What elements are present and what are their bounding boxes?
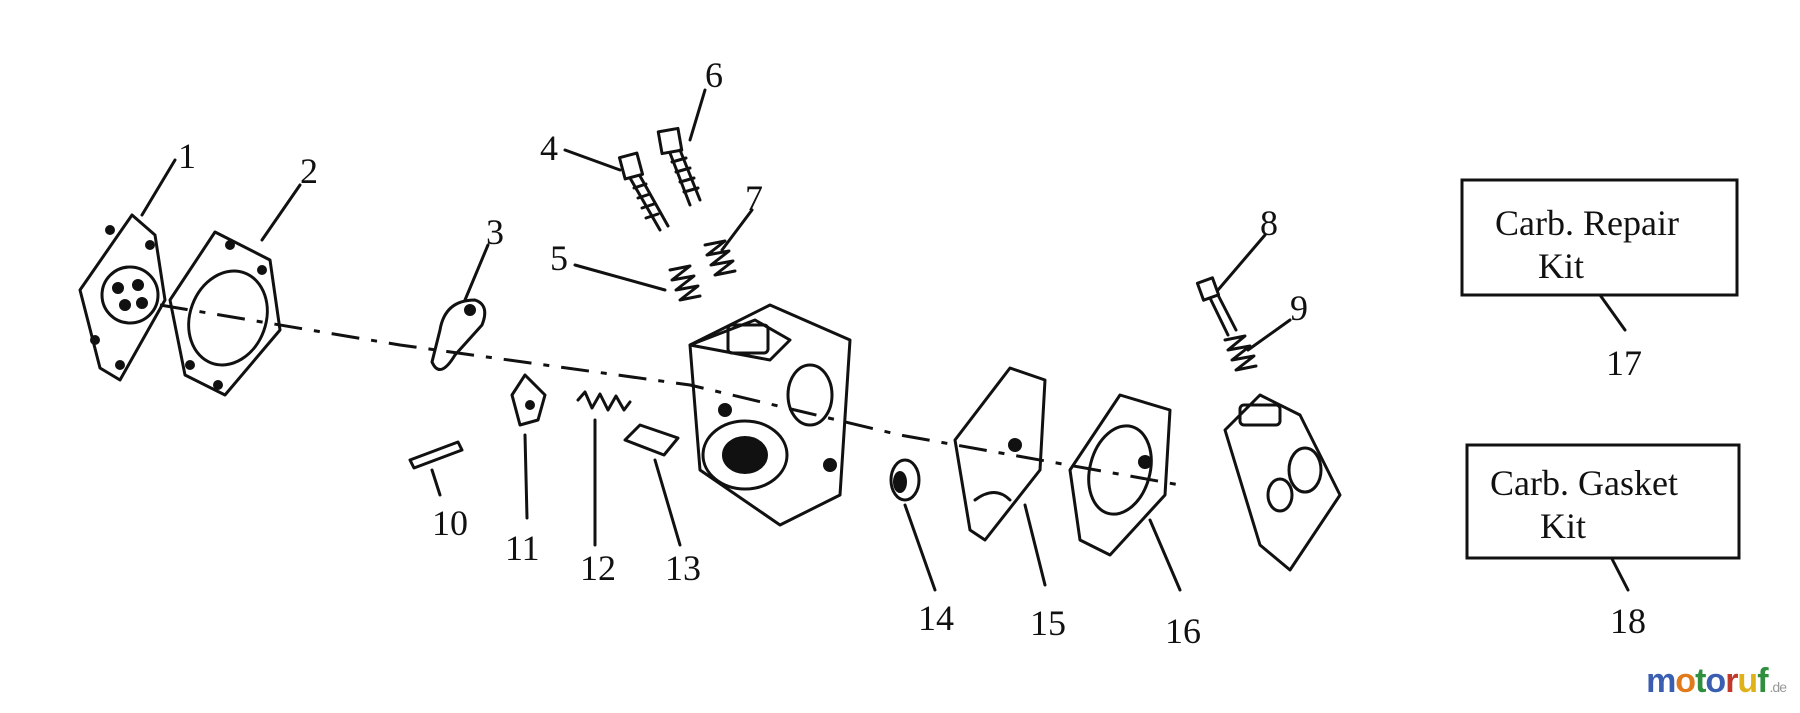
part-3-lever (430, 298, 487, 371)
part-number-5: 5 (550, 238, 568, 278)
part-number-7: 7 (745, 178, 763, 218)
gasket-kit-line2: Kit (1540, 506, 1586, 546)
part-number-13: 13 (665, 548, 701, 588)
part-number-1: 1 (178, 136, 196, 176)
part-15-gasket (953, 366, 1047, 542)
part-11-inlet-needle (510, 373, 547, 427)
part-number-14: 14 (918, 598, 954, 638)
part-number-2: 2 (300, 151, 318, 191)
watermark-text: motoruf (1646, 662, 1769, 700)
watermark-logo: motoruf.de (1646, 662, 1787, 701)
metering-cover (1223, 393, 1342, 572)
part-5-spring (668, 264, 702, 302)
part-number-4: 4 (540, 128, 558, 168)
part-number-8: 8 (1260, 203, 1278, 243)
part-number-11: 11 (505, 528, 540, 568)
part-number-12: 12 (580, 548, 616, 588)
part-number-10: 10 (432, 503, 468, 543)
repair-kit-line2: Kit (1538, 246, 1584, 286)
part-16-diaphragm (1068, 393, 1172, 557)
watermark-suffix: .de (1769, 679, 1787, 695)
part-9-spring (1223, 334, 1258, 372)
part-number-16: 16 (1165, 611, 1201, 651)
part-1-cover-plate (78, 213, 167, 382)
part-number-17: 17 (1606, 343, 1642, 383)
part-number-6: 6 (705, 55, 723, 95)
part-12-spring (576, 390, 632, 412)
gasket-kit-box: Carb. Gasket Kit (1465, 443, 1741, 560)
part-4-screw (617, 151, 670, 232)
part-10-pin (408, 440, 464, 470)
part-14-plug (889, 458, 921, 502)
part-number-3: 3 (486, 212, 504, 252)
part-number-15: 15 (1030, 603, 1066, 643)
repair-kit-line1: Carb. Repair (1495, 203, 1679, 243)
part-8-screw (1195, 276, 1238, 337)
part-13-screen (623, 423, 680, 457)
part-number-9: 9 (1290, 288, 1308, 328)
carburetor-body (688, 303, 852, 527)
part-number-18: 18 (1610, 601, 1646, 641)
repair-kit-box: Carb. Repair Kit (1460, 178, 1739, 297)
part-6-screw (656, 126, 702, 207)
part-2-gasket (168, 230, 282, 397)
gasket-kit-line1: Carb. Gasket (1490, 463, 1678, 503)
leader-lines (140, 88, 1630, 592)
assembly-axis-line (159, 303, 1181, 487)
part-7-spring (703, 239, 737, 277)
